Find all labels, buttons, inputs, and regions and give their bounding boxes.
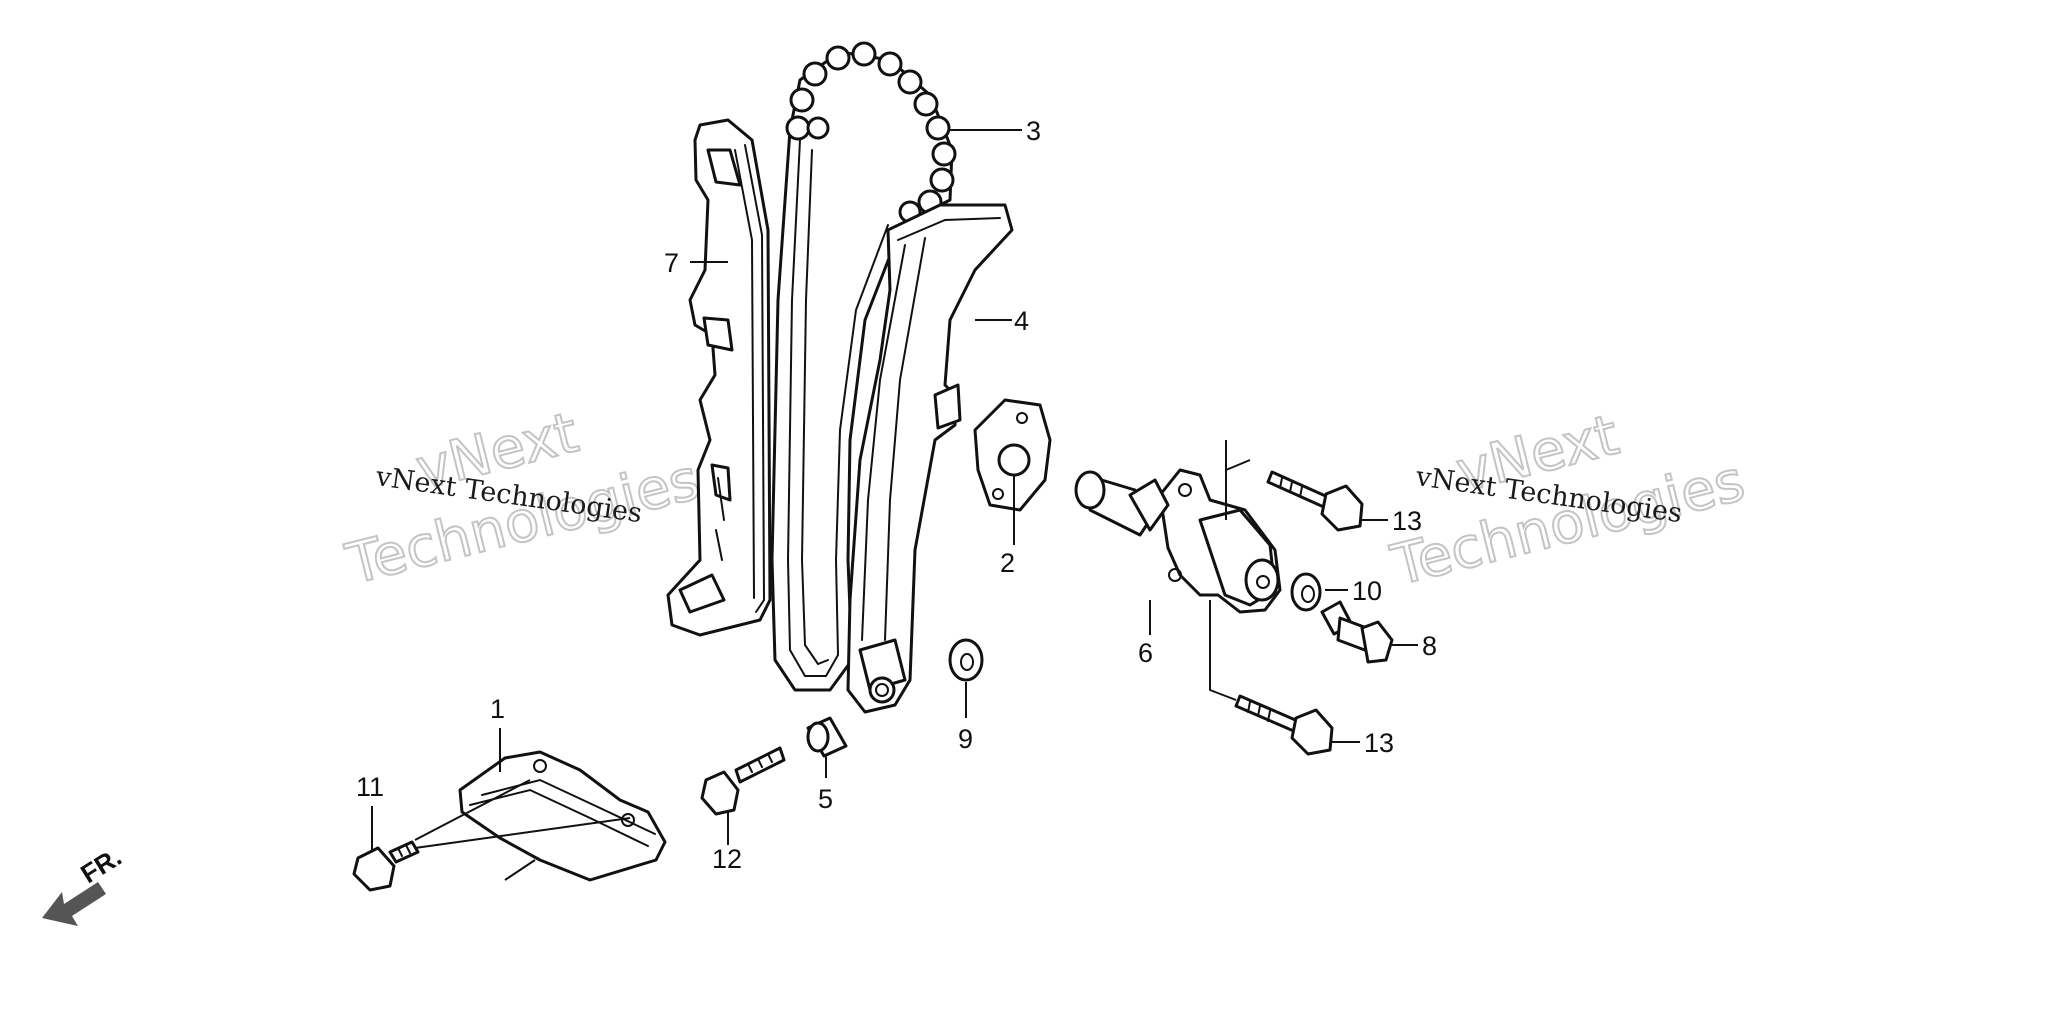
part-5-collar xyxy=(806,716,848,758)
part-13-bolt-lower xyxy=(1234,694,1334,756)
part-4-tensioner-arm xyxy=(846,203,1014,714)
callout-8: 8 xyxy=(1422,631,1437,661)
part-3-cam-chain xyxy=(770,41,957,692)
leader-lines xyxy=(371,129,1418,881)
watermark-right: vNext Technologies vNext Technologies xyxy=(1384,402,1752,600)
part-11-bolt xyxy=(352,840,420,892)
part-9-washer xyxy=(948,638,984,682)
callout-13-upper: 13 xyxy=(1392,506,1422,536)
callout-9: 9 xyxy=(958,724,973,754)
front-label: FR. xyxy=(75,841,126,889)
callout-4: 4 xyxy=(1014,306,1029,336)
part-8-sealing-bolt xyxy=(1320,600,1394,664)
part-10-washer xyxy=(1290,572,1322,612)
callout-12: 12 xyxy=(712,844,742,874)
callout-10: 10 xyxy=(1352,576,1382,606)
callout-13-lower: 13 xyxy=(1364,728,1394,758)
callout-1: 1 xyxy=(490,694,505,724)
watermark-left: vNext Technologies vNext Technologies xyxy=(339,399,707,598)
part-1-guide-plate xyxy=(458,750,667,882)
part-6-tensioner-lifter xyxy=(1074,468,1282,614)
callout-5: 5 xyxy=(818,784,833,814)
callout-3: 3 xyxy=(1026,116,1041,146)
callout-6: 6 xyxy=(1138,638,1153,668)
callouts: 3 4 7 2 6 10 8 13 13 9 5 12 1 11 xyxy=(356,116,1437,874)
part-2-gasket xyxy=(973,398,1052,512)
chain-links xyxy=(785,41,957,224)
callout-2: 2 xyxy=(1000,548,1015,578)
part-13-bolt-upper xyxy=(1266,470,1364,532)
callout-7: 7 xyxy=(664,248,679,278)
part-7-chain-guide xyxy=(666,118,772,637)
front-direction-marker: FR. xyxy=(42,841,127,926)
part-12-bolt xyxy=(700,746,786,816)
callout-11: 11 xyxy=(356,772,384,802)
front-arrow-icon xyxy=(42,882,106,926)
